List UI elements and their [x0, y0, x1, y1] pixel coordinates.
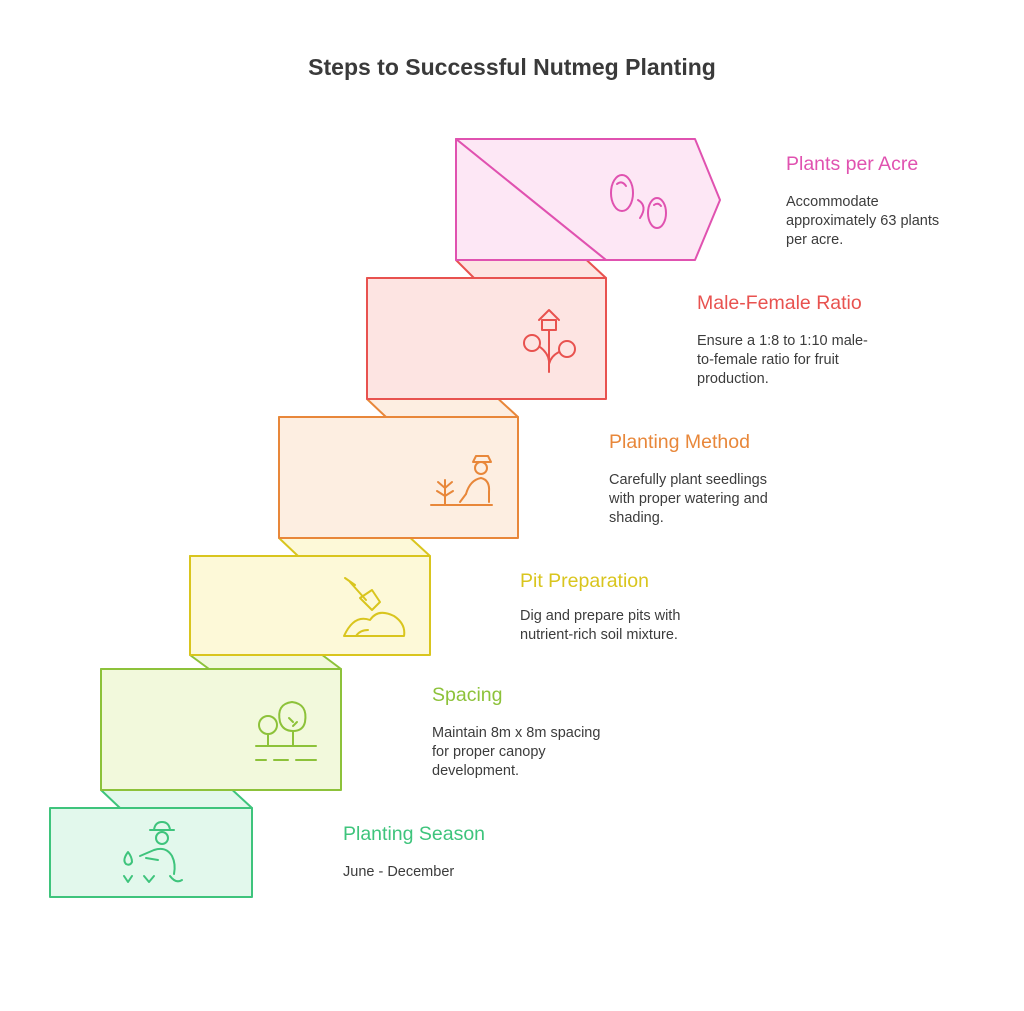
description-line: Ensure a 1:8 to 1:10 male-: [697, 333, 868, 349]
nutmeg-seeds-icon: [610, 174, 667, 229]
description-line: Dig and prepare pits with: [520, 608, 681, 624]
diagram-title: Steps to Successful Nutmeg Planting: [308, 54, 716, 80]
description-line: nutrient-rich soil mixture.: [520, 627, 678, 643]
planting-season-heading: Planting Season: [343, 823, 486, 845]
description-line: to-female ratio for fruit: [697, 352, 839, 368]
step-1-connector: [455, 138, 607, 261]
spacing-description: Maintain 8m x 8m spacing for proper cano…: [432, 724, 600, 781]
description-line: Accommodate: [786, 194, 879, 210]
step-2-panel: [366, 277, 607, 400]
male-female-ratio-heading: Male-Female Ratio: [697, 292, 862, 314]
description-line: Carefully plant seedlings: [609, 472, 767, 488]
gardener-seedlings-icon: [123, 821, 183, 883]
pit-preparation-heading: Pit Preparation: [520, 570, 649, 592]
planting-season-description: June - December: [343, 863, 454, 882]
spacing-heading: Spacing: [432, 684, 503, 706]
description-line: for proper canopy: [432, 744, 546, 760]
description-line: approximately 63 plants: [786, 213, 940, 229]
male-female-plant-icon: [523, 309, 576, 373]
description-line: production.: [697, 371, 769, 387]
step-6-panel: [49, 807, 253, 898]
description-line: with proper watering and: [609, 491, 768, 507]
description-line: shading.: [609, 510, 664, 526]
plants-per-acre-description: Accommodate approximately 63 plants per …: [786, 193, 939, 250]
description-line: Maintain 8m x 8m spacing: [432, 725, 601, 741]
step-4-panel: [189, 555, 431, 656]
step-plants-per-acre: [455, 138, 721, 261]
pit-preparation-description: Dig and prepare pits with nutrient-rich …: [520, 607, 680, 645]
plants-per-acre-heading: Plants per Acre: [786, 153, 919, 175]
male-female-ratio-description: Ensure a 1:8 to 1:10 male- to-female rat…: [697, 332, 868, 389]
description-line: development.: [432, 763, 520, 779]
planting-method-description: Carefully plant seedlings with proper wa…: [609, 471, 768, 528]
shovel-soil-icon: [343, 577, 406, 637]
description-line: June - December: [343, 864, 455, 880]
farmer-planting-icon: [430, 455, 493, 506]
spaced-trees-icon: [255, 701, 317, 761]
step-5-panel: [100, 668, 342, 791]
planting-method-heading: Planting Method: [609, 431, 750, 453]
description-line: per acre.: [786, 232, 844, 248]
